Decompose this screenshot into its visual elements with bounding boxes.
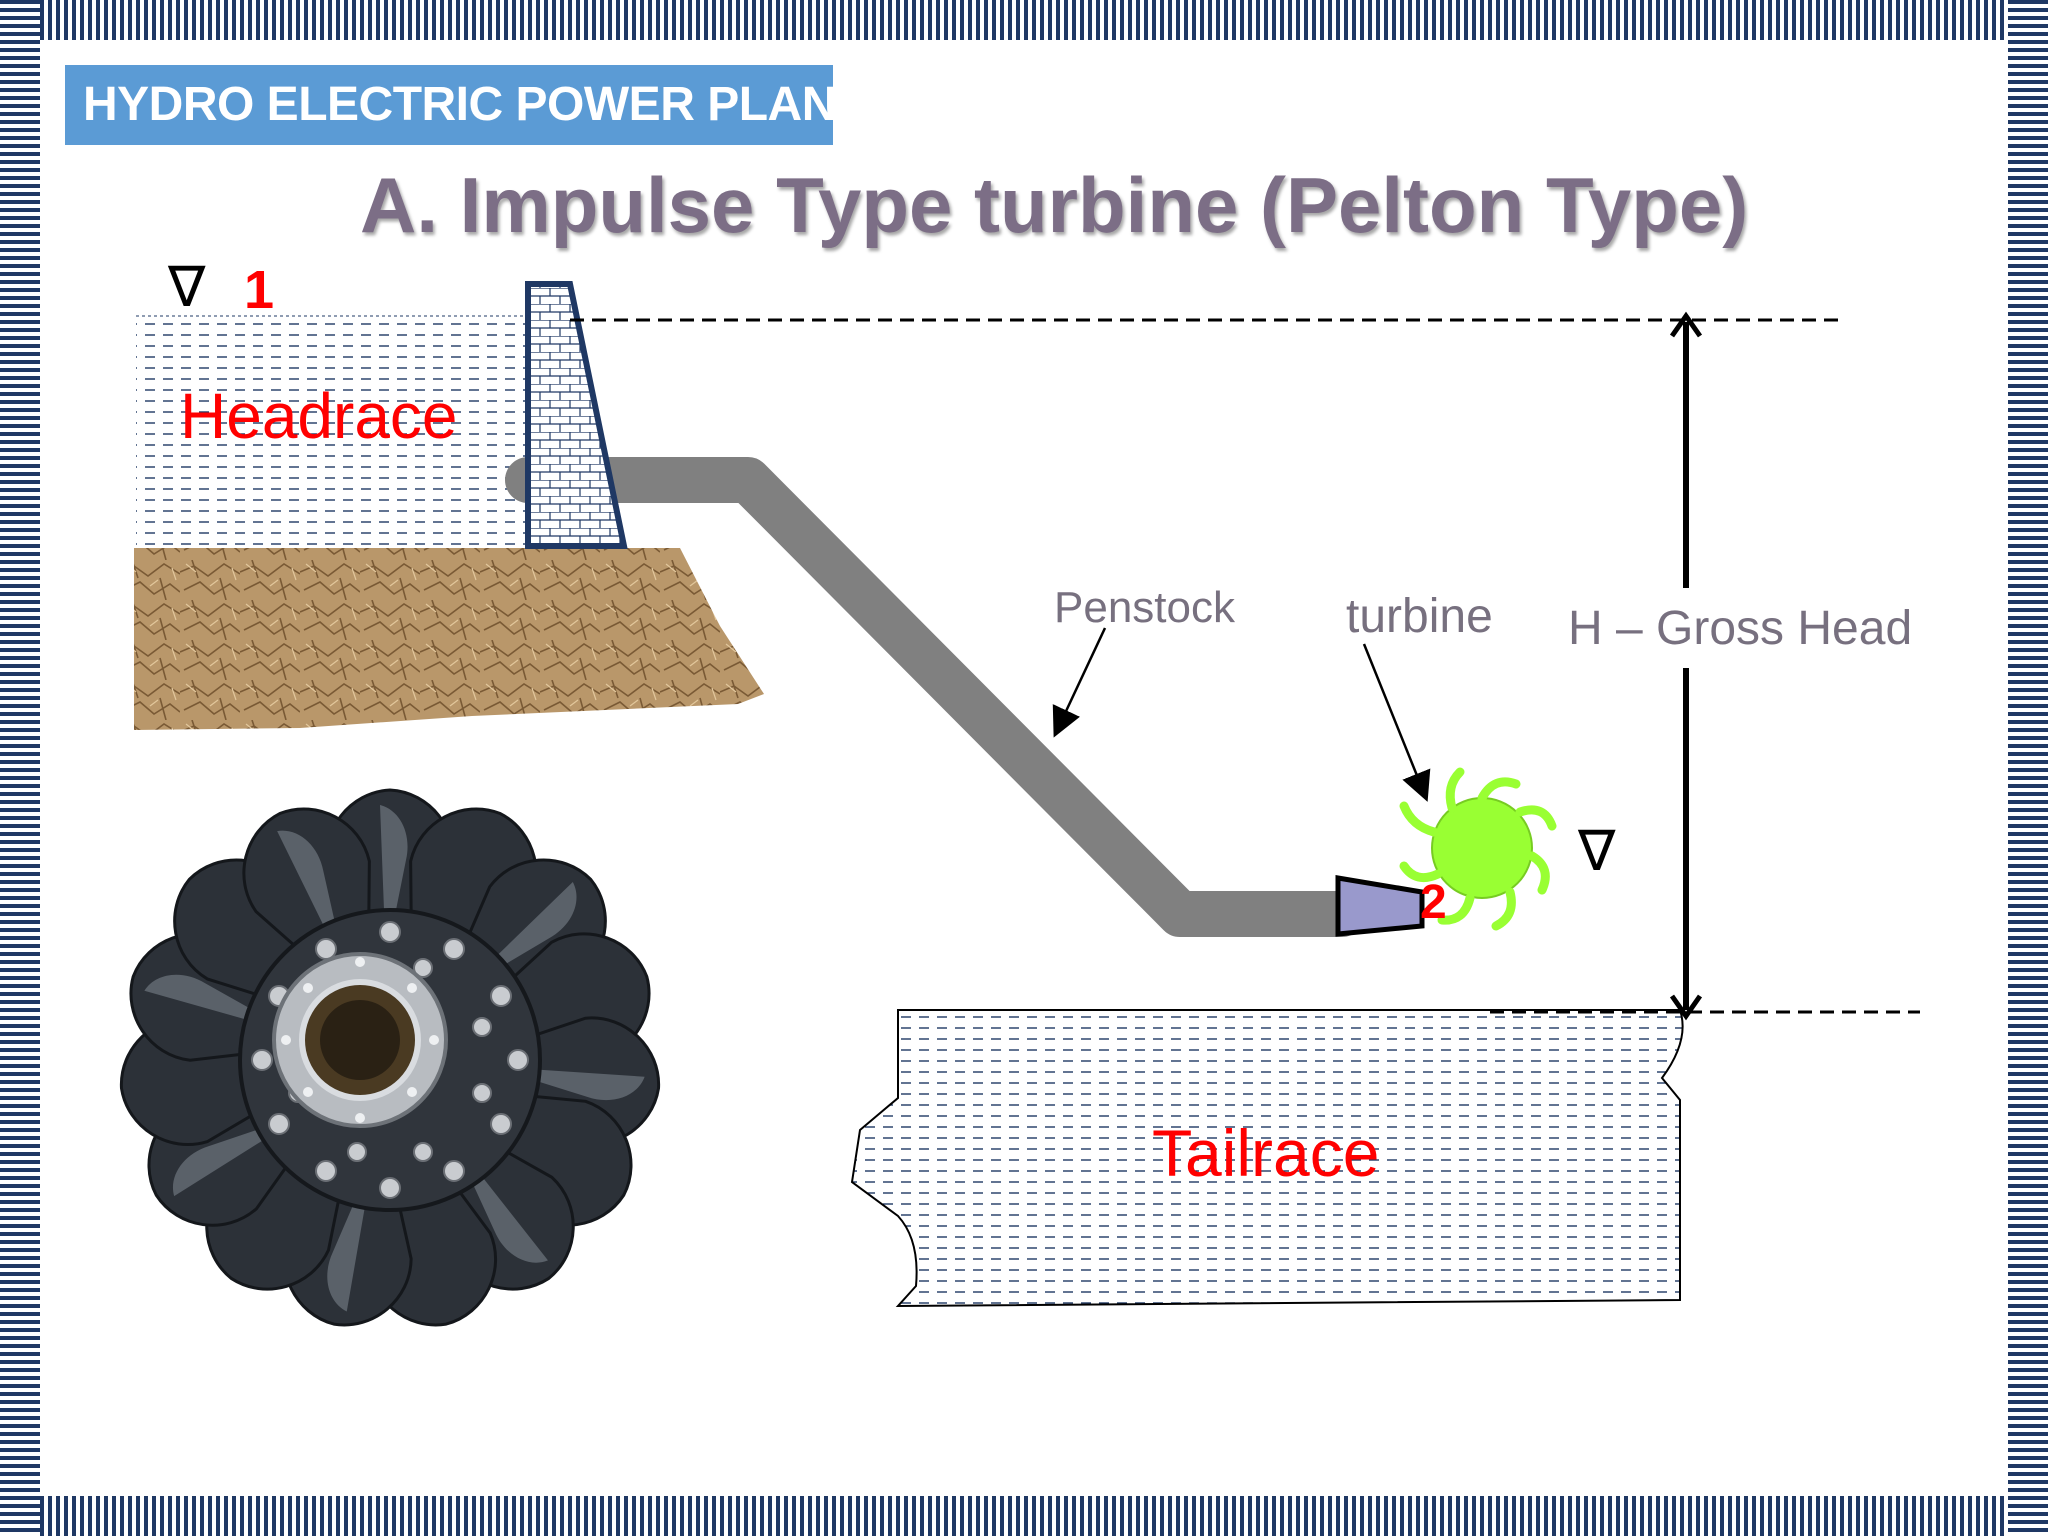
headrace-label: Headrace [180, 380, 458, 452]
headrace-level-symbol: ∇ [167, 255, 206, 318]
tailrace-water [850, 1009, 1684, 1308]
pelton-wheel-image [119, 788, 661, 1327]
section-banner: HYDRO ELECTRIC POWER PLANT [65, 65, 833, 145]
headrace-water [136, 316, 528, 548]
gross-head-label: H – Gross Head [1568, 602, 1912, 655]
rock-foundation [134, 548, 764, 730]
tailrace-label: Tailrace [1152, 1116, 1379, 1190]
penstock-label: Penstock [1054, 583, 1236, 632]
dam-wall [525, 281, 628, 549]
turbine-label: turbine [1346, 590, 1493, 643]
slide-title: A. Impulse Type turbine (Pelton Type) [360, 161, 1749, 249]
penstock-pointer [1052, 627, 1107, 738]
gross-head-arrow [1669, 311, 1703, 1021]
nozzle [1335, 875, 1425, 937]
turbine-pointer [1362, 643, 1431, 802]
penstock-pipe [505, 457, 1365, 937]
tailrace-level-symbol: ∇ [1577, 819, 1616, 882]
point-2-label: 2 [1420, 876, 1447, 929]
point-1-label: 1 [244, 260, 274, 320]
pelton-turbine-symbol [1399, 767, 1557, 931]
